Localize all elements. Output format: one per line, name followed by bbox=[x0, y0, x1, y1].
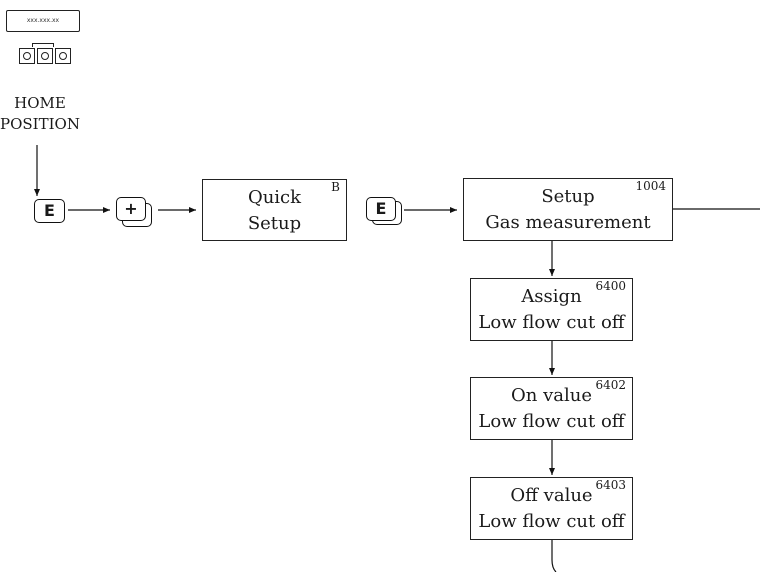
box-code: 6403 bbox=[595, 478, 626, 492]
off-value-box[interactable]: Off value Low flow cut off 6403 bbox=[470, 477, 633, 540]
box-line2: Low flow cut off bbox=[478, 411, 625, 432]
box-code: B bbox=[331, 180, 340, 194]
box-line1: Off value bbox=[510, 485, 593, 506]
quick-setup-box[interactable]: Quick Setup B bbox=[202, 179, 347, 241]
enter-key[interactable]: E bbox=[34, 199, 65, 223]
plus-key[interactable]: + bbox=[116, 197, 146, 221]
on-value-box[interactable]: On value Low flow cut off 6402 bbox=[470, 377, 633, 440]
box-line2: Low flow cut off bbox=[478, 312, 625, 333]
home-position-label: HOME POSITION bbox=[0, 93, 80, 135]
device-key-minus bbox=[19, 48, 35, 64]
box-line1: Setup bbox=[541, 186, 595, 207]
box-line2: Setup bbox=[247, 213, 302, 234]
device-icon: xxx.xxx.xx bbox=[6, 10, 82, 72]
home-line1: HOME bbox=[14, 94, 66, 112]
box-line2: Gas measurement bbox=[485, 212, 651, 233]
device-key-plus bbox=[37, 48, 53, 64]
keypad-bracket bbox=[32, 43, 54, 47]
box-line1: On value bbox=[511, 385, 592, 406]
assign-low-flow-box[interactable]: Assign Low flow cut off 6400 bbox=[470, 278, 633, 341]
box-code: 6400 bbox=[595, 279, 626, 293]
device-display: xxx.xxx.xx bbox=[6, 10, 80, 32]
device-key-enter bbox=[55, 48, 71, 64]
line-continue-down bbox=[551, 540, 557, 572]
home-line2: POSITION bbox=[0, 115, 80, 133]
box-line1: Assign bbox=[521, 286, 582, 307]
box-code: 1004 bbox=[635, 179, 666, 193]
setup-gas-measurement-box[interactable]: Setup Gas measurement 1004 bbox=[463, 178, 673, 241]
enter-key-2[interactable]: E bbox=[366, 197, 396, 221]
box-code: 6402 bbox=[595, 378, 626, 392]
box-line2: Low flow cut off bbox=[478, 511, 625, 532]
box-line1: Quick bbox=[247, 187, 302, 208]
